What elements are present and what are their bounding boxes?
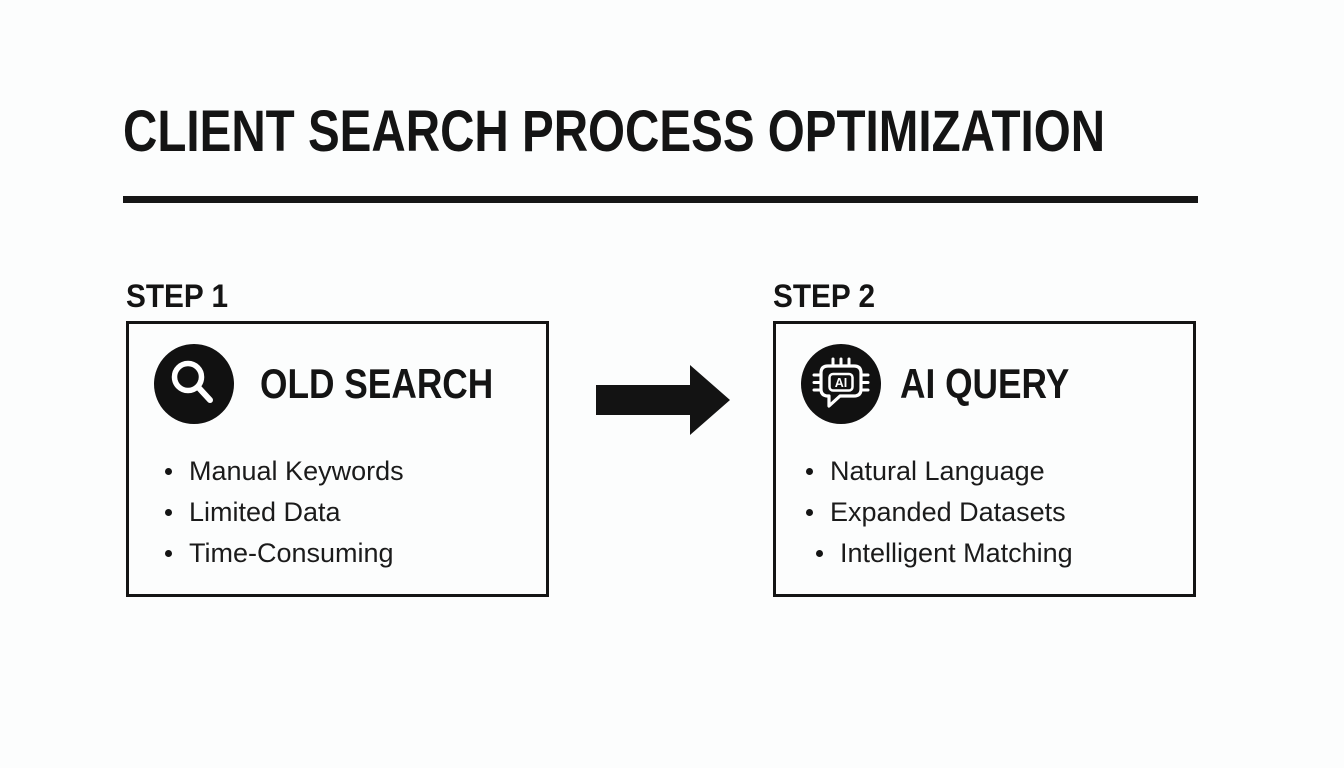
old-search-box: OLD SEARCH Manual Keywords Limited Data … <box>126 321 549 597</box>
bullet-dot <box>165 550 172 557</box>
ai-chip-chat-icon: AI <box>801 344 881 424</box>
bullet-text: Expanded Datasets <box>830 497 1066 527</box>
bullet-item: Natural Language <box>806 451 1073 492</box>
ai-query-heading: AI QUERY <box>900 360 1070 407</box>
search-icon <box>154 344 234 424</box>
ai-query-bullet-list: Natural Language Expanded Datasets Intel… <box>806 451 1073 574</box>
bullet-dot <box>806 468 813 475</box>
bullet-dot <box>165 468 172 475</box>
bullet-item: Intelligent Matching <box>816 533 1073 574</box>
step-2-label: STEP 2 <box>773 278 876 314</box>
page-title: CLIENT SEARCH PROCESS OPTIMIZATION <box>123 99 1106 164</box>
bullet-text: Time-Consuming <box>189 538 394 568</box>
ai-badge-text: AI <box>835 376 848 390</box>
bullet-item: Time-Consuming <box>165 533 404 574</box>
bullet-text: Intelligent Matching <box>840 538 1073 568</box>
bullet-item: Expanded Datasets <box>806 492 1073 533</box>
title-underline <box>123 196 1198 203</box>
bullet-item: Limited Data <box>165 492 404 533</box>
bullet-dot <box>165 509 172 516</box>
ai-query-box: AI AI QUERY Natural Language Expanded Da… <box>773 321 1196 597</box>
bullet-dot <box>806 509 813 516</box>
old-search-bullet-list: Manual Keywords Limited Data Time-Consum… <box>165 451 404 574</box>
bullet-item: Manual Keywords <box>165 451 404 492</box>
bullet-text: Limited Data <box>189 497 341 527</box>
old-search-heading: OLD SEARCH <box>260 360 494 407</box>
bullet-text: Manual Keywords <box>189 456 404 486</box>
bullet-dot <box>816 550 823 557</box>
step-1-label: STEP 1 <box>126 278 229 314</box>
right-arrow-icon <box>596 365 730 435</box>
bullet-text: Natural Language <box>830 456 1045 486</box>
